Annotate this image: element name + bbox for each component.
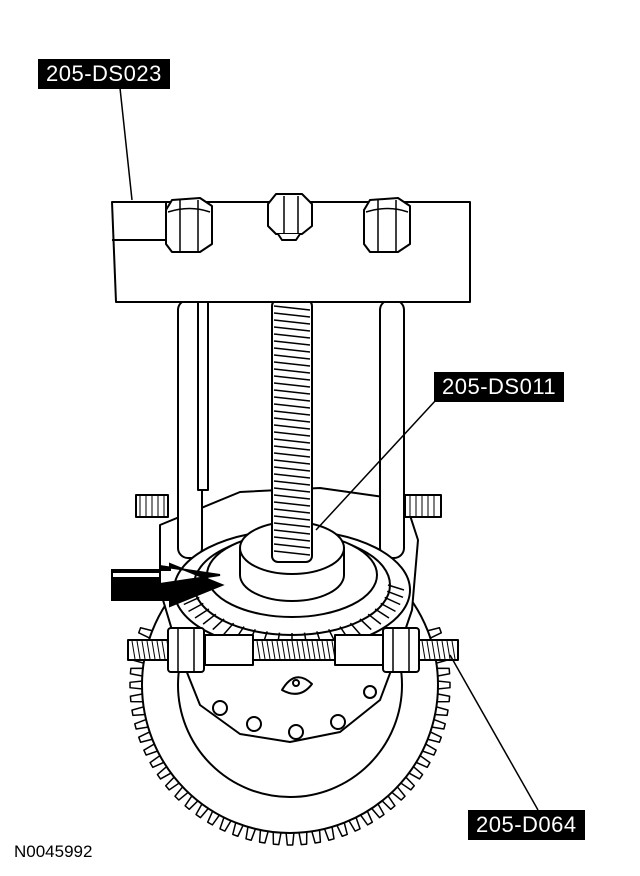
- case-holes: [212, 676, 377, 740]
- callout-tool-205-d064: 205-D064: [468, 810, 585, 840]
- callout-tool-205-ds023: 205-DS023: [38, 59, 170, 89]
- side-stub-right: [404, 494, 442, 518]
- leader-line-top: [119, 87, 133, 201]
- leader-line-bottom: [449, 654, 539, 811]
- crossbar-bolt-left: [165, 197, 213, 253]
- side-stub-left: [135, 494, 169, 518]
- puller-legs: [177, 299, 405, 559]
- rod-coupler-middle: [204, 634, 254, 666]
- pull-direction-arrow-icon: [111, 562, 225, 608]
- figure-id: N0045992: [14, 842, 93, 861]
- crossbar-bolt-right: [363, 197, 411, 253]
- rod-nut-left: [167, 627, 205, 673]
- crossbar-bolt-center: [267, 193, 313, 241]
- leader-line-middle: [315, 399, 437, 531]
- callout-tool-205-ds011: 205-DS011: [434, 372, 565, 402]
- forcing-screw: [271, 299, 313, 563]
- rod-coupler-right: [334, 634, 384, 666]
- rod-nut-right: [382, 627, 420, 673]
